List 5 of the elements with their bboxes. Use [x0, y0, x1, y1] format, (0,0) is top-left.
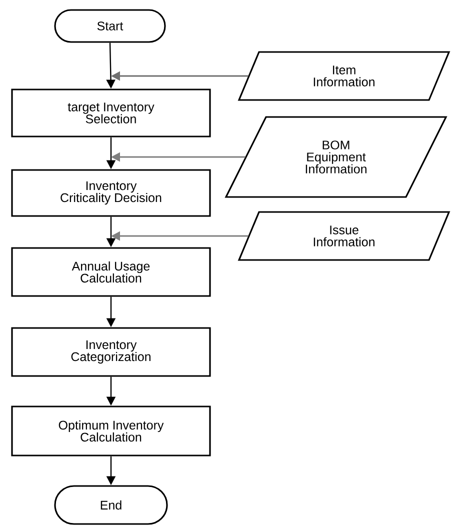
process-box: Annual Usage Calculation	[11, 247, 211, 297]
process-box: target Inventory Selection	[11, 88, 211, 138]
process-box: Optimum Inventory Calculation	[11, 406, 211, 456]
process-box: Inventory Categorization	[11, 327, 211, 377]
process-box: Inventory Criticality Decision	[11, 169, 211, 217]
